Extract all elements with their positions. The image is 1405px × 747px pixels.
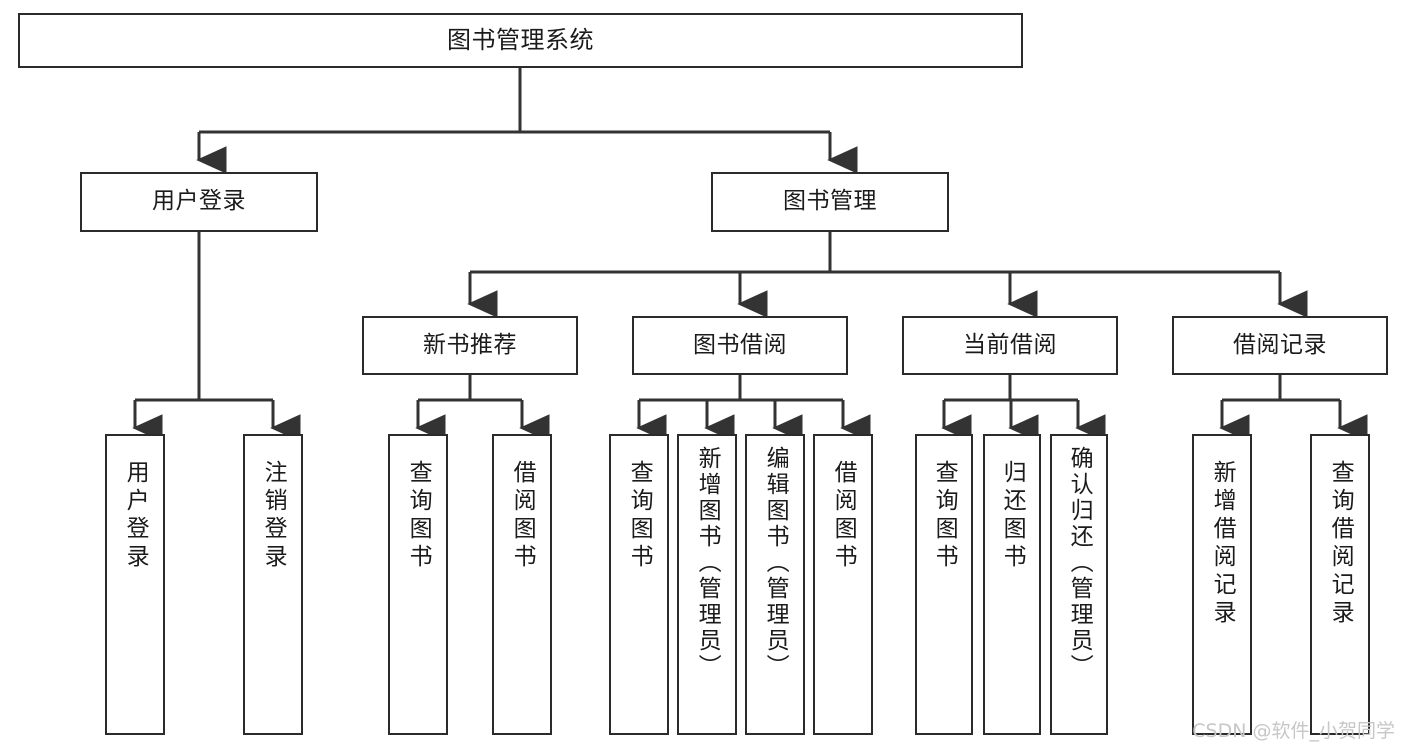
node-book-management[interactable]: 图书管理	[711, 172, 949, 232]
leaf-logout-login[interactable]: 注销登录	[243, 434, 303, 735]
node-new-book-recommend[interactable]: 新书推荐	[362, 316, 578, 375]
node-label: 查询图书	[626, 460, 653, 572]
leaf-query-book-current[interactable]: 查询图书	[915, 434, 973, 735]
node-label: 用户登录	[152, 188, 246, 215]
node-label: 查询图书	[931, 460, 958, 572]
node-label: 查询借阅记录	[1327, 460, 1354, 628]
node-current-borrow[interactable]: 当前借阅	[902, 316, 1118, 375]
leaf-confirm-return-admin[interactable]: 确认归还（管理员）	[1050, 434, 1108, 735]
node-label: 用户登录	[122, 460, 149, 572]
node-label: 借阅图书	[830, 460, 857, 572]
node-root-book-management-system[interactable]: 图书管理系统	[18, 13, 1023, 68]
node-label: 新增借阅记录	[1209, 460, 1236, 628]
leaf-borrow-book-recommend[interactable]: 借阅图书	[492, 434, 552, 735]
node-label: 查询图书	[405, 460, 432, 572]
leaf-borrow-book-borrow[interactable]: 借阅图书	[813, 434, 873, 735]
leaf-add-borrow-record[interactable]: 新增借阅记录	[1192, 434, 1252, 735]
leaf-query-book-borrow[interactable]: 查询图书	[609, 434, 669, 735]
node-label: 编辑图书（管理员）	[762, 446, 789, 680]
node-label: 借阅图书	[509, 460, 536, 572]
node-label: 当前借阅	[963, 331, 1057, 358]
node-label: 注销登录	[260, 460, 287, 572]
leaf-edit-book-admin[interactable]: 编辑图书（管理员）	[745, 434, 805, 735]
node-label: 图书借阅	[693, 331, 787, 358]
node-label: 归还图书	[999, 460, 1026, 572]
node-book-borrow[interactable]: 图书借阅	[632, 316, 848, 375]
leaf-query-book-recommend[interactable]: 查询图书	[388, 434, 448, 735]
node-label: 借阅记录	[1233, 331, 1327, 358]
leaf-return-book[interactable]: 归还图书	[983, 434, 1041, 735]
node-label: 新增图书（管理员）	[694, 446, 721, 680]
node-borrow-record[interactable]: 借阅记录	[1172, 316, 1388, 375]
node-label: 图书管理	[783, 188, 877, 215]
leaf-query-borrow-record[interactable]: 查询借阅记录	[1310, 434, 1370, 735]
node-user-login[interactable]: 用户登录	[80, 172, 318, 232]
node-label: 图书管理系统	[447, 26, 594, 55]
leaf-user-login[interactable]: 用户登录	[105, 434, 165, 735]
leaf-add-book-admin[interactable]: 新增图书（管理员）	[677, 434, 737, 735]
node-label: 新书推荐	[423, 331, 517, 358]
node-label: 确认归还（管理员）	[1066, 446, 1093, 680]
